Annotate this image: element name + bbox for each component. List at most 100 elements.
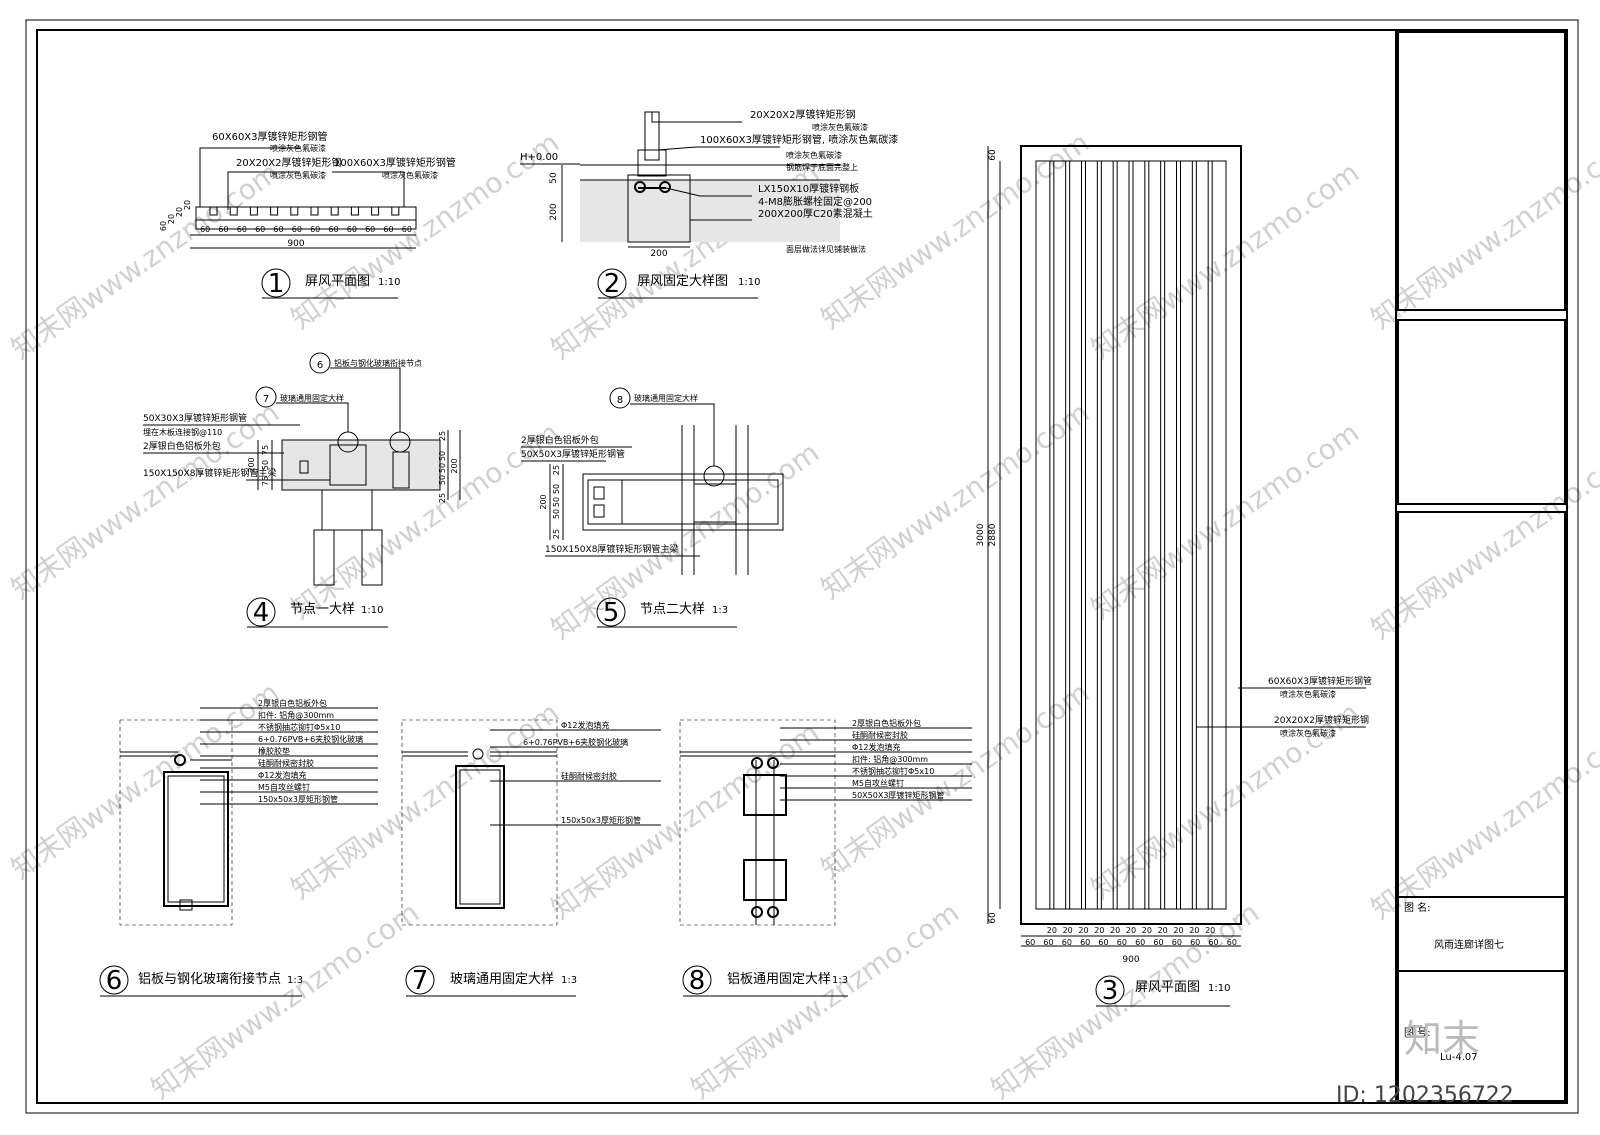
v4-rdim: 50 xyxy=(438,451,447,461)
v4-post-left xyxy=(313,529,335,586)
v4-ref7-leader xyxy=(276,402,349,432)
v7-title: 玻璃通用固定大样 xyxy=(450,972,554,987)
v3-number: 3 xyxy=(1102,976,1119,1006)
v2-note: 100X60X3厚镀锌矩形钢管, 喷涂灰色氟碳漆 xyxy=(700,133,898,146)
watermark-text: 知末网www.znzmo.com xyxy=(1085,416,1365,626)
v4-ref7: 7 xyxy=(263,394,269,405)
view-7-glass-fixing: Φ12发泡填充6+0.76PVB+6夹胶钢化玻璃硅酮耐候密封胶150x50x3厚… xyxy=(401,719,661,997)
v4-note-4: 150X150X8厚镀锌矩形钢管主梁 xyxy=(143,467,276,479)
v1-tube xyxy=(330,206,339,216)
v3-dim-bottom: 60 xyxy=(1227,938,1237,947)
v5-ref8-note: 玻璃通用固定大样 xyxy=(634,393,698,403)
view-3-screen-elevation: 60X60X3厚镀锌矩形钢管 喷涂灰色氟碳漆 20X20X2厚镀锌矩形钢 喷涂灰… xyxy=(976,145,1372,1007)
v5-vdim: 50 xyxy=(552,484,561,494)
v3-scale: 1:10 xyxy=(1208,983,1230,994)
v4-ref6-bubble xyxy=(309,352,331,374)
v3-dim-top: 20 xyxy=(1110,926,1120,935)
v3-dim-top: 20 xyxy=(1063,926,1073,935)
v6-note: 150x50x3厚矩形钢管 xyxy=(258,794,338,804)
v3-outer-frame xyxy=(1020,145,1242,925)
v6-tube-inner xyxy=(167,775,225,903)
v6-extent xyxy=(119,719,233,926)
v3-inner-frame xyxy=(1035,160,1227,910)
v4-note-3: 2厚银白色铝板外包 xyxy=(143,440,221,452)
watermark-text: 知末网www.znzmo.com xyxy=(815,126,1095,336)
drawing-no-label: 图 号: xyxy=(1404,1027,1431,1039)
v4-small-tube xyxy=(299,460,309,474)
v1-tube xyxy=(391,206,400,216)
view-4-node-one: 6 铝板与钢化玻璃衔接节点 7 玻璃通用固定大样 50X30X3厚镀锌矩形钢管 … xyxy=(143,352,461,628)
v4-rdim-total: 200 xyxy=(450,458,459,473)
v3-vdim-bottom: 60 xyxy=(988,912,998,924)
v6-note: M5自攻丝螺钉 xyxy=(258,782,310,792)
v3-dim-top: 20 xyxy=(1126,926,1136,935)
v3-note-3: 20X20X2厚镀锌矩形钢 xyxy=(1274,714,1369,726)
v1-dim: 60 xyxy=(365,225,375,234)
v4-ref6: 6 xyxy=(317,360,323,371)
v8-tube-lower xyxy=(743,859,787,901)
v8-note: 硅酮耐候密封胶 xyxy=(852,730,908,740)
v1-total: 900 xyxy=(287,239,304,249)
v3-dim-bottom: 60 xyxy=(1062,938,1072,947)
v3-dim-bottom: 60 xyxy=(1153,938,1163,947)
v4-ldim-total: 200 xyxy=(247,457,256,472)
v8-tube-upper xyxy=(743,774,787,816)
v1-tube xyxy=(229,206,238,216)
v2-leader xyxy=(665,187,752,197)
title-cell-2 xyxy=(1397,319,1566,505)
v1-dim: 60 xyxy=(402,225,412,234)
v1-note-1: 60X60X3厚镀锌矩形钢管 xyxy=(212,130,328,143)
v8-rivet-bot-r xyxy=(767,906,779,918)
v1-note-3: 20X20X2厚镀锌矩形钢 xyxy=(236,156,342,169)
drawing-no-cell xyxy=(1397,970,1566,1102)
v3-dim-top: 20 xyxy=(1047,926,1057,935)
watermark-text: 知末网www.znzmo.com xyxy=(5,156,285,366)
v6-tube xyxy=(163,771,229,907)
v3-title: 屏风平面图 xyxy=(1135,980,1200,995)
v1-tube xyxy=(371,206,380,216)
v2-level: H+0.00 xyxy=(520,152,558,163)
v1-dim: 60 xyxy=(200,225,210,234)
v6-note: 2厚银白色铝板外包 xyxy=(258,698,327,708)
v3-dim-bottom: 60 xyxy=(1098,938,1108,947)
v4-post-right xyxy=(361,529,383,586)
v7-note: Φ12发泡填充 xyxy=(561,720,609,730)
v4-beam-fill xyxy=(282,440,440,490)
watermark-text: 知末网www.znzmo.com xyxy=(1085,156,1365,366)
v2-number-bubble xyxy=(597,268,627,298)
v5-note-1: 2厚银白色铝板外包 xyxy=(521,434,599,446)
v4-ldim: 50 xyxy=(261,460,270,470)
v5-ref8-leader xyxy=(630,403,715,466)
view-1-screen-plan: 60X60X3厚镀锌矩形钢管 喷涂灰色氟碳漆 20X20X2厚镀锌矩形钢 喷涂灰… xyxy=(159,130,456,299)
v3-inner-h: 2880 xyxy=(988,523,998,546)
v1-leader-1 xyxy=(199,147,300,207)
title-cell-1 xyxy=(1397,31,1566,311)
v7-number: 7 xyxy=(412,966,429,996)
v7-tube xyxy=(455,765,505,909)
v5-scale: 1:3 xyxy=(712,605,728,616)
v6-number-bubble xyxy=(99,965,129,995)
v3-dim-bottom: 60 xyxy=(1043,938,1053,947)
v1-dim: 60 xyxy=(328,225,338,234)
v3-dim-top: 20 xyxy=(1142,926,1152,935)
v1-vdim: 60 xyxy=(159,221,168,231)
v8-number: 8 xyxy=(689,966,706,996)
v4-ref7-note: 玻璃通用固定大样 xyxy=(280,393,344,403)
v1-dim: 60 xyxy=(237,225,247,234)
v3-dim-top: 20 xyxy=(1158,926,1168,935)
v4-rdim: 25 xyxy=(438,431,447,441)
v4-ref7-bubble xyxy=(255,386,277,408)
v7-note: 硅酮耐候密封胶 xyxy=(561,771,617,781)
v6-note: 橡胶胶垫 xyxy=(258,746,290,756)
v1-dim: 60 xyxy=(383,225,393,234)
v8-title: 铝板通用固定大样 xyxy=(727,972,831,987)
v2-leader xyxy=(651,112,742,123)
v1-vdim: 20 xyxy=(183,200,192,210)
v7-note: 6+0.76PVB+6夹胶钢化玻璃 xyxy=(523,737,628,747)
